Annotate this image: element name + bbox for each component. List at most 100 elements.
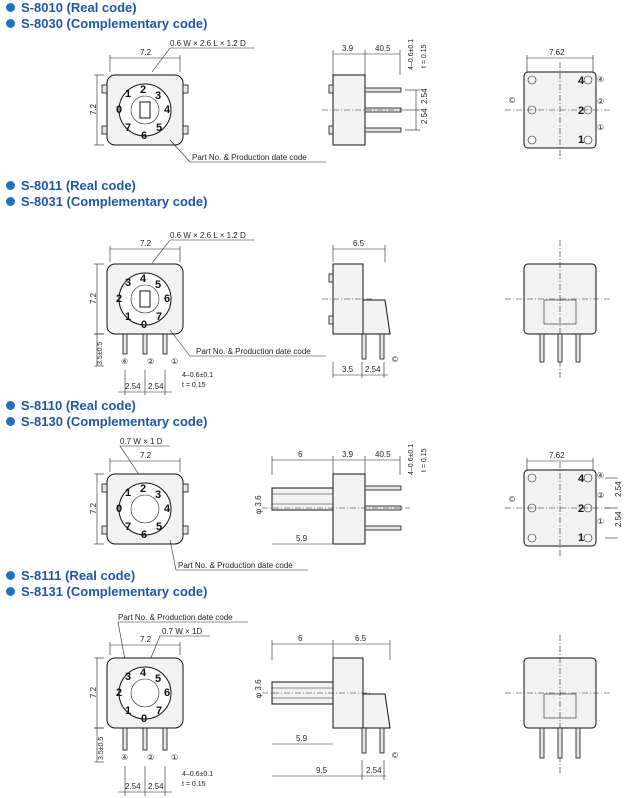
svg-text:5: 5	[156, 521, 162, 533]
svg-text:0.6 W × 2.6 L × 1.2 D: 0.6 W × 2.6 L × 1.2 D	[170, 39, 246, 48]
section-2-heading-comp: S-8031 (Complementary code)	[6, 194, 207, 209]
svg-text:1: 1	[578, 134, 584, 146]
section-1-front-view: 7.2 0.6 W × 2.6 L × 1.2 D 7.2 2 3 4 5 6 …	[89, 39, 326, 163]
svg-text:φ 3.6: φ 3.6	[254, 495, 263, 514]
svg-text:3.5: 3.5	[342, 365, 354, 374]
svg-text:6: 6	[298, 450, 303, 459]
svg-text:1: 1	[125, 88, 131, 100]
svg-text:3: 3	[155, 90, 161, 102]
section-4-rear-view	[505, 635, 610, 775]
svg-text:2.54: 2.54	[366, 766, 382, 775]
svg-text:3: 3	[155, 489, 161, 501]
svg-text:40.5: 40.5	[375, 44, 391, 53]
svg-text:3: 3	[125, 277, 131, 289]
section-3-front-view: 7.2 0.7 W × 1 D 7.2 2 3 4 5 6 7 0 1 Part…	[89, 437, 308, 571]
svg-text:2.54: 2.54	[125, 782, 141, 791]
svg-text:7: 7	[125, 521, 131, 533]
svg-text:2: 2	[140, 483, 146, 495]
section-1-pin-view: 7.62 ④ ② ① © 4 2 1	[505, 48, 610, 160]
svg-text:6.5: 6.5	[355, 634, 367, 643]
svg-text:9.5: 9.5	[316, 766, 328, 775]
svg-text:①: ①	[597, 123, 604, 132]
svg-text:4–0.6±0.1: 4–0.6±0.1	[182, 771, 213, 778]
svg-text:6: 6	[164, 687, 170, 699]
svg-text:Part No. & Production date cod: Part No. & Production date code	[118, 613, 233, 622]
svg-text:7.62: 7.62	[549, 451, 565, 460]
svg-text:2.54: 2.54	[148, 782, 164, 791]
svg-text:7.2: 7.2	[89, 292, 98, 304]
svg-text:0: 0	[141, 713, 147, 725]
section-3-pin-view: 7.62 ④ ② ① © 4 2 1 2.54 2.54	[505, 451, 623, 556]
svg-text:5: 5	[156, 122, 162, 134]
svg-text:4: 4	[578, 473, 585, 485]
svg-text:6.5: 6.5	[353, 239, 365, 248]
svg-text:2: 2	[116, 687, 122, 699]
svg-text:4: 4	[164, 104, 171, 116]
svg-text:2: 2	[116, 293, 122, 305]
svg-text:©: ©	[509, 495, 515, 504]
svg-text:7: 7	[156, 705, 162, 717]
svg-text:2.54: 2.54	[365, 365, 381, 374]
svg-text:4: 4	[140, 273, 147, 285]
svg-text:0.7 W × 1D: 0.7 W × 1D	[162, 627, 202, 636]
svg-text:6: 6	[141, 529, 147, 541]
section-4-front-view: Part No. & Production date code 7.2 0.7 …	[89, 613, 248, 796]
svg-text:4–0.6±0.1: 4–0.6±0.1	[408, 444, 415, 475]
svg-text:④: ④	[597, 75, 604, 84]
svg-text:6: 6	[141, 130, 147, 142]
svg-text:1: 1	[578, 532, 584, 544]
svg-text:3.5±0.5: 3.5±0.5	[98, 737, 105, 760]
svg-text:②: ②	[597, 491, 604, 500]
svg-text:6: 6	[298, 634, 303, 643]
svg-text:3.5±0.5: 3.5±0.5	[97, 342, 104, 365]
svg-text:5.9: 5.9	[296, 734, 308, 743]
section-1-heading-real: S-8010 (Real code)	[6, 0, 137, 15]
svg-text:2.54: 2.54	[420, 88, 429, 104]
section-1-heading-comp: S-8030 (Complementary code)	[6, 16, 207, 31]
svg-text:t = 0.15: t = 0.15	[421, 44, 428, 68]
svg-text:2.54: 2.54	[148, 382, 164, 391]
section-3-heading-real: S-8110 (Real code)	[6, 398, 136, 413]
svg-text:4: 4	[578, 75, 585, 87]
section-3-heading-comp: S-8130 (Complementary code)	[6, 414, 207, 429]
svg-text:©: ©	[509, 96, 515, 105]
svg-text:7: 7	[156, 311, 162, 323]
svg-text:7.2: 7.2	[140, 239, 152, 248]
svg-text:④: ④	[121, 357, 128, 366]
svg-text:φ 3.6: φ 3.6	[254, 679, 263, 698]
svg-text:1: 1	[125, 487, 131, 499]
section-2-front-view: 7.2 0.6 W × 2.6 L × 1.2 D 7.2 4 5 6 7 0 …	[89, 231, 326, 395]
svg-text:0.6 W × 2.6 L × 1.2 D: 0.6 W × 2.6 L × 1.2 D	[170, 231, 246, 240]
svg-text:Part No. & Production date cod: Part No. & Production date code	[196, 347, 311, 356]
svg-text:7.2: 7.2	[140, 48, 152, 57]
section-1-side-view: 3.9 40.5 4–0.6±0.1 t = 0.15 2.54 2.54	[322, 39, 429, 146]
svg-text:40.5: 40.5	[375, 450, 391, 459]
svg-text:2: 2	[140, 84, 146, 96]
svg-text:7.2: 7.2	[89, 686, 98, 698]
section-3-side-view: 6 3.9 40.5 φ 3.6 5.9 4–0.6±0.1 t = 0.15	[254, 444, 428, 545]
section-4-side-view: 6 6.5 φ 3.6 5.9 9.5 2.54 ©	[254, 634, 398, 780]
svg-text:5: 5	[155, 279, 161, 291]
svg-text:0: 0	[141, 319, 147, 331]
svg-text:7.2: 7.2	[89, 502, 98, 514]
svg-text:2.54: 2.54	[614, 511, 623, 527]
svg-text:1: 1	[125, 705, 131, 717]
svg-text:7: 7	[125, 122, 131, 134]
svg-text:t = 0.15: t = 0.15	[421, 448, 428, 472]
svg-text:3: 3	[125, 671, 131, 683]
svg-text:④: ④	[597, 471, 604, 480]
svg-text:7.2: 7.2	[140, 451, 152, 460]
section-4-heading-real: S-8111 (Real code)	[6, 568, 135, 583]
svg-text:7.62: 7.62	[549, 48, 565, 57]
svg-text:①: ①	[171, 357, 178, 366]
svg-text:2.54: 2.54	[125, 382, 141, 391]
section-2-heading-real: S-8011 (Real code)	[6, 178, 136, 193]
svg-text:4: 4	[164, 503, 171, 515]
svg-text:4: 4	[140, 667, 147, 679]
svg-text:6: 6	[164, 293, 170, 305]
svg-text:2: 2	[578, 503, 584, 515]
svg-text:1: 1	[125, 311, 131, 323]
svg-text:①: ①	[597, 517, 604, 526]
svg-text:2: 2	[578, 105, 584, 117]
